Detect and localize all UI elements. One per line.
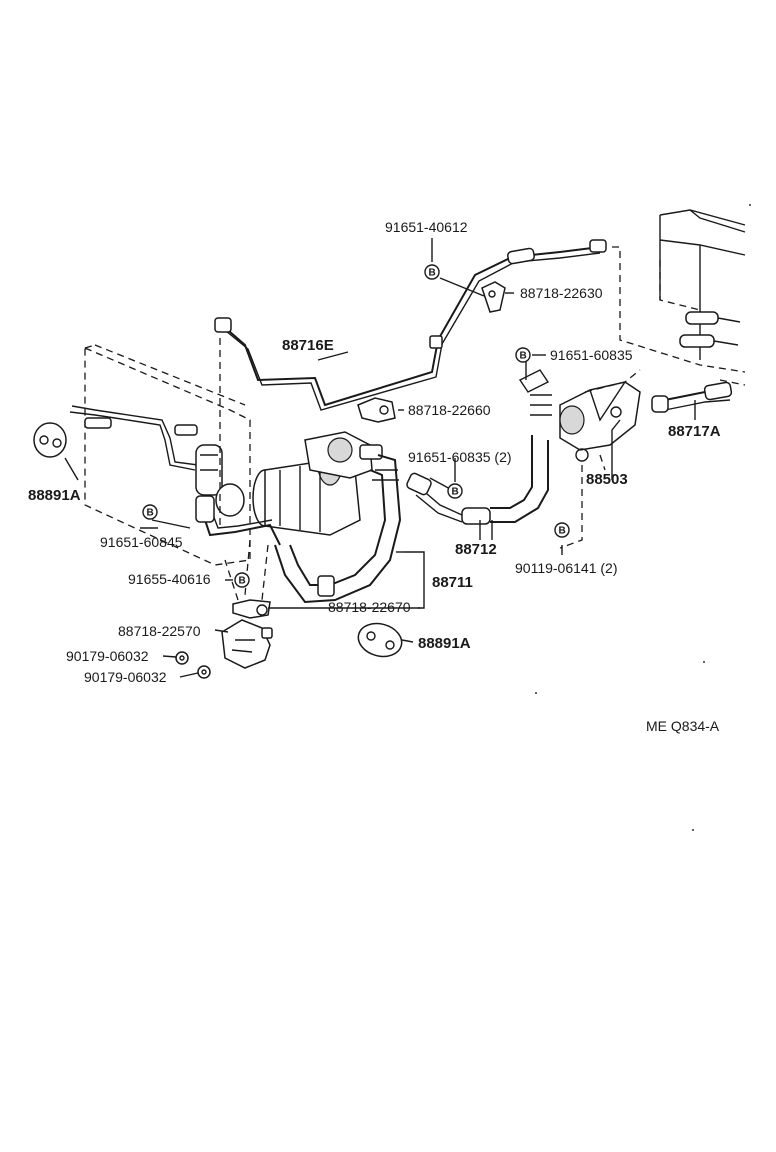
cushion-88891A-left xyxy=(33,422,67,458)
label-88717A: 88717A xyxy=(668,423,721,440)
clamp-88718-22660 xyxy=(357,397,396,423)
label-88711: 88711 xyxy=(432,574,473,591)
label-88503: 88503 xyxy=(586,471,628,488)
leader-lines xyxy=(64,238,696,678)
bolt-marker-91651-60835: B xyxy=(515,347,531,363)
label-88891A-right: 88891A xyxy=(418,635,471,652)
label-91651-40612: 91651-40612 xyxy=(385,219,468,235)
scan-specks xyxy=(535,204,751,831)
tube-88717A xyxy=(651,381,733,413)
bolt-marker-91655-40616: B xyxy=(234,572,250,588)
label-88718-22630: 88718-22630 xyxy=(520,285,603,301)
cushion-88891A-right xyxy=(357,622,403,658)
clamp-88718-22630 xyxy=(481,281,506,313)
label-91655-40616: 91655-40616 xyxy=(128,571,211,587)
bolt-marker-letter: B xyxy=(559,526,566,537)
discharge-tube xyxy=(195,495,281,546)
label-88716E: 88716E xyxy=(282,337,334,354)
label-88718-22570: 88718-22570 xyxy=(118,623,201,639)
clamp-88718-22670 xyxy=(232,599,271,619)
label-91651-60835: 91651-60835 xyxy=(550,347,633,363)
expansion-valve-88503 xyxy=(518,369,641,549)
nuts-90179-06032 xyxy=(175,651,211,679)
label-88718-22660: 88718-22660 xyxy=(408,402,491,418)
evaporator-housing xyxy=(612,209,746,386)
label-88891A-left: 88891A xyxy=(28,487,81,504)
bolt-marker-91651-60835-2: B xyxy=(447,483,463,499)
label-90179-06032-a: 90179-06032 xyxy=(66,648,149,664)
bolt-marker-letter: B xyxy=(239,576,246,587)
hose-88711 xyxy=(274,454,402,604)
label-91651-60835-2: 91651-60835 (2) xyxy=(408,449,512,465)
bolt-marker-91651-40612: B xyxy=(424,264,440,280)
bolt-marker-letter: B xyxy=(429,268,436,279)
label-88718-22670: 88718-22670 xyxy=(328,599,411,615)
bolt-marker-91651-60845: B xyxy=(142,504,158,520)
bolt-marker-90119-06141: B xyxy=(554,522,570,538)
receiver-dryer xyxy=(195,444,245,517)
bolt-marker-letter: B xyxy=(147,508,154,519)
tube-88716E xyxy=(214,239,607,411)
bracket-88718-22570 xyxy=(221,619,273,669)
label-90119-06141: 90119-06141 (2) xyxy=(515,560,617,576)
label-88712: 88712 xyxy=(455,541,497,558)
label-91651-60845: 91651-60845 xyxy=(100,534,183,550)
bolt-marker-letter: B xyxy=(520,351,527,362)
label-90179-06032-b: 90179-06032 xyxy=(84,669,167,685)
diagram-code: ME Q834-A xyxy=(646,718,720,734)
condenser xyxy=(69,344,251,566)
compressor xyxy=(252,431,383,536)
tube-88712 xyxy=(406,394,552,525)
bolt-marker-letter: B xyxy=(452,487,459,498)
